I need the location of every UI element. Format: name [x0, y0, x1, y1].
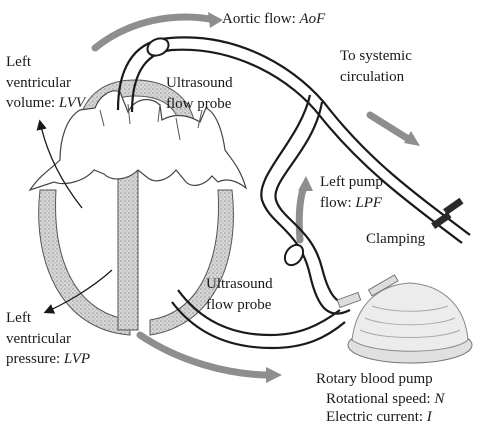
- label-lvp-1: Left: [6, 310, 32, 326]
- flow-arrow-right: [370, 115, 410, 140]
- label-aortic-flow: Aortic flow: AoF: [222, 11, 326, 27]
- label-lvp-2: ventricular: [6, 331, 71, 347]
- label-us-probe-top-2: flow probe: [166, 96, 232, 112]
- clamp: [431, 198, 463, 229]
- label-pump-1: Rotary blood pump: [316, 371, 433, 387]
- label-systemic-1: To systemic: [340, 48, 412, 64]
- label-systemic-2: circulation: [340, 69, 405, 85]
- pump-outlet-port: [337, 292, 360, 307]
- heart-septum: [118, 165, 138, 330]
- label-lvv-2: ventricular: [6, 75, 71, 91]
- label-clamping: Clamping: [366, 231, 426, 247]
- arrowhead-top: [208, 12, 223, 28]
- label-pump-2: Rotational speed: N: [326, 391, 445, 407]
- pump-body: [352, 283, 468, 351]
- label-us-probe-bottom-1: Ultrasound: [206, 276, 273, 292]
- label-lpf-2: flow: LPF: [320, 195, 383, 211]
- label-lpf-1: Left pump: [320, 174, 383, 190]
- label-lvv-1: Left: [6, 54, 32, 70]
- flow-probe-bottom: [281, 241, 307, 268]
- rotary-blood-pump: [337, 275, 472, 363]
- arrowhead-bottom: [266, 367, 282, 383]
- label-lvv-3: volume: LVV: [6, 95, 87, 111]
- arrowhead-lpf: [298, 176, 313, 191]
- label-pump-3: Electric current: I: [326, 409, 433, 423]
- label-us-probe-top-1: Ultrasound: [166, 75, 233, 91]
- heart-loop-left: [39, 190, 130, 335]
- clamp-jaw-top: [443, 198, 463, 215]
- label-us-probe-bottom-2: flow probe: [206, 297, 272, 313]
- label-lvp-3: pressure: LVP: [6, 351, 90, 367]
- flow-arrow-bottom: [140, 335, 270, 375]
- heart-loop-right: [150, 190, 233, 335]
